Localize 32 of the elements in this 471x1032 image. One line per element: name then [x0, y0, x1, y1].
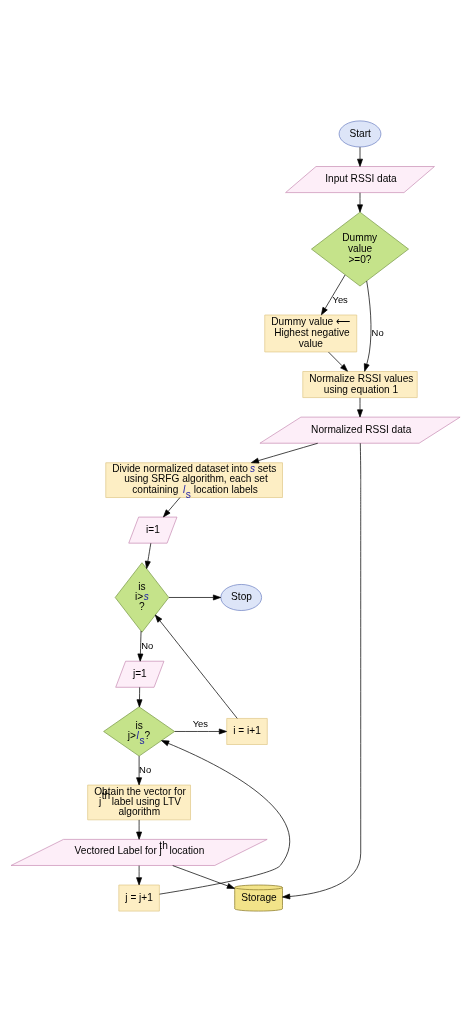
- arrow: [328, 351, 348, 372]
- node-diamond: Dummy value >=0?: [311, 211, 409, 287]
- node-box: Normalize RSSI values using equation 1: [302, 371, 418, 398]
- edge-label: No: [141, 640, 154, 652]
- arrow: [357, 146, 363, 167]
- arrow: [136, 687, 143, 708]
- arrow: [174, 728, 227, 735]
- arrow: [251, 442, 319, 464]
- node-box: j = j+1: [118, 884, 160, 912]
- arrow: [168, 594, 221, 601]
- arrow: [136, 819, 142, 840]
- node-box: i = i+1: [226, 718, 268, 745]
- node-ellipse: Stop: [220, 584, 262, 611]
- arrow: [137, 630, 144, 662]
- arrow: [363, 280, 372, 372]
- arrow: [136, 865, 142, 886]
- arrow: [172, 865, 235, 889]
- node-box: Dummy value ⟵ Highest negative value: [264, 314, 358, 353]
- arrow: [282, 442, 362, 900]
- edge-label: Yes: [332, 293, 348, 305]
- arrow: [154, 614, 238, 719]
- arrow: [136, 755, 142, 786]
- arrow: [163, 497, 181, 518]
- edge-label: No: [371, 326, 384, 338]
- edge-label: No: [139, 764, 152, 776]
- arrow: [144, 542, 152, 569]
- arrow: [321, 274, 346, 316]
- arrow: [357, 192, 363, 213]
- edge-label: Yes: [192, 717, 209, 729]
- arrow: [159, 740, 291, 895]
- arrow: [357, 397, 363, 418]
- node-ellipse: Start: [338, 120, 382, 148]
